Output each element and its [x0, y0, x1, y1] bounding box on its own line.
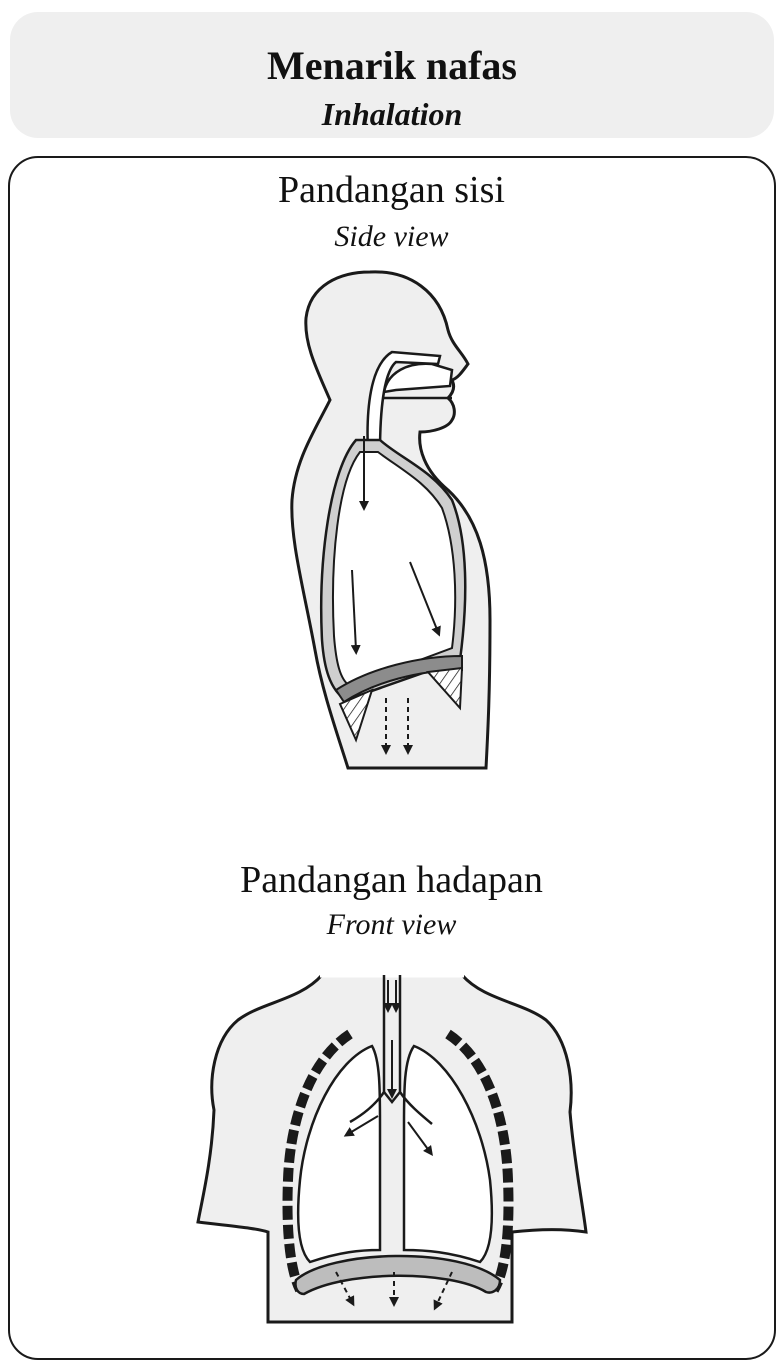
front-view-figure — [198, 975, 586, 1322]
side-view-figure — [292, 272, 490, 768]
